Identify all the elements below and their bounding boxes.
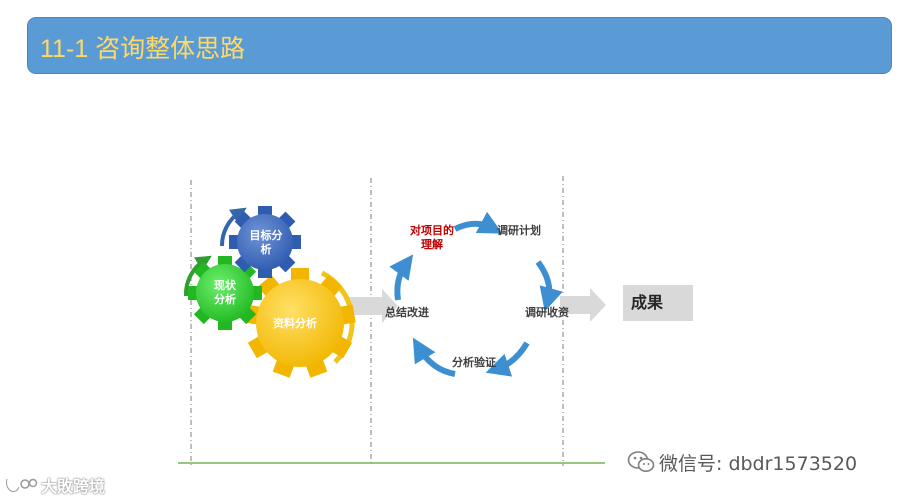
page-title: 11-1 咨询整体思路 bbox=[40, 35, 246, 63]
cycle-label-data-collection: 调研收资 bbox=[525, 306, 569, 319]
gear-blue bbox=[229, 206, 301, 278]
gear-arc-blue bbox=[219, 207, 247, 247]
title-bar: 11-1 咨询整体思路 bbox=[27, 17, 892, 74]
gear-label-target: 目标分析 bbox=[249, 229, 283, 256]
cycle-arrow-4 bbox=[412, 337, 456, 377]
cycle-arrow-2 bbox=[535, 260, 563, 312]
cycle-arrow-3 bbox=[485, 341, 530, 377]
gear-label-current: 现状分析 bbox=[214, 279, 236, 306]
gear-green bbox=[188, 256, 262, 330]
cycle-arrow-5 bbox=[389, 254, 414, 301]
cycle-label-analysis: 分析验证 bbox=[452, 356, 496, 369]
wechat-id: 微信号: dbdr1573520 bbox=[659, 452, 858, 475]
cycle-label-summary: 总结改进 bbox=[385, 306, 429, 319]
cycle-label-understanding: 对项目的理解 bbox=[410, 224, 454, 251]
gear-label-materials: 资料分析 bbox=[273, 317, 317, 330]
result-label: 成果 bbox=[631, 293, 664, 312]
result-box: 成果 bbox=[623, 285, 693, 321]
flow-arrow-1 bbox=[348, 289, 398, 323]
brand-watermark: 大敗跨境 bbox=[4, 474, 105, 496]
gear-yellow bbox=[244, 268, 356, 378]
gear-arc-green bbox=[183, 255, 212, 297]
flow-arrow-2 bbox=[560, 288, 606, 322]
brand-logo-icon bbox=[5, 478, 38, 493]
cycle-arrow-1 bbox=[453, 211, 503, 234]
wechat-watermark: 微信号: dbdr1573520 bbox=[627, 448, 857, 476]
wechat-icon bbox=[627, 451, 655, 472]
brand-text: 大敗跨境 bbox=[41, 477, 106, 496]
cycle-label-research-plan: 调研计划 bbox=[497, 224, 541, 237]
